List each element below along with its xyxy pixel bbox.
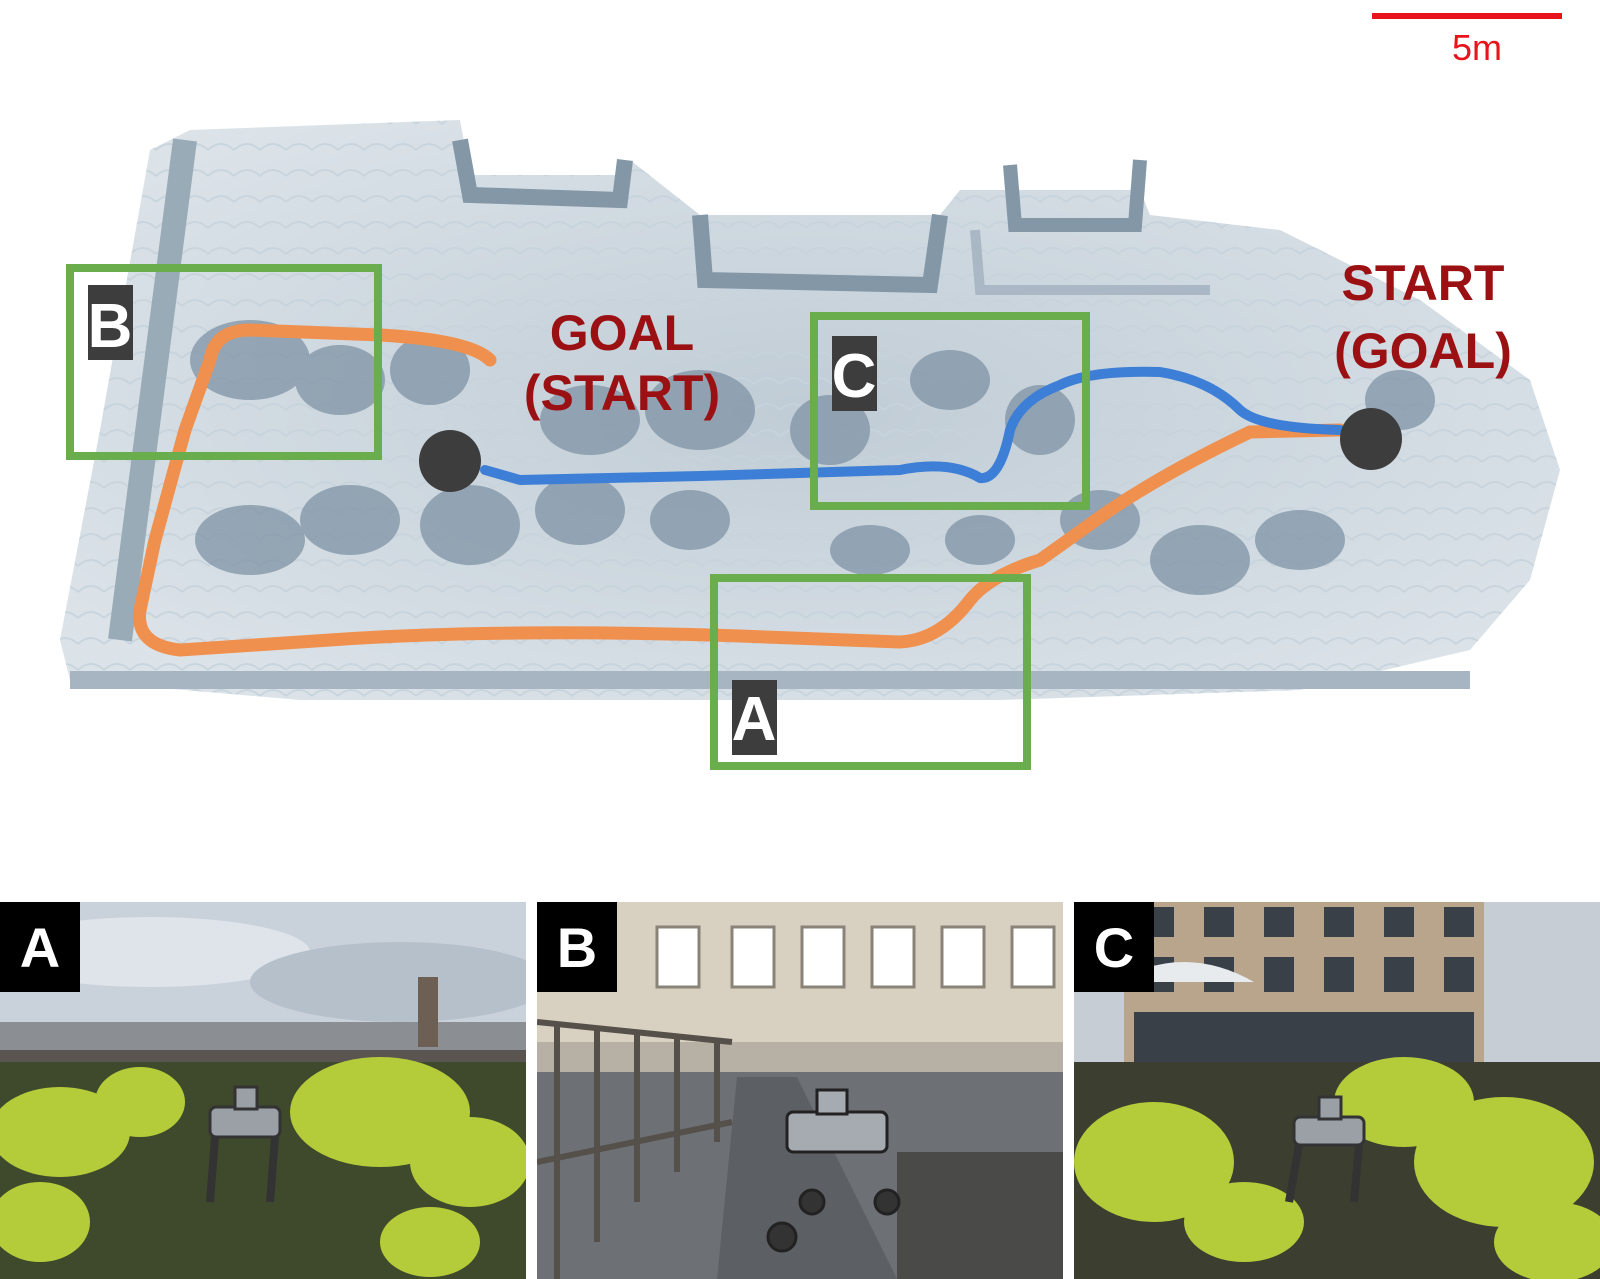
region-label-c: C: [832, 342, 877, 411]
region-box-a: A: [710, 574, 1031, 770]
photo-b-scene: [537, 902, 1063, 1279]
svg-text:GOAL: GOAL: [550, 305, 694, 361]
trajectory-orange: [133, 323, 1347, 657]
svg-text:(START): (START): [524, 365, 720, 421]
start-goal-marker: [1340, 408, 1402, 470]
photo-a: A: [0, 902, 526, 1279]
goal-start-marker: [419, 430, 481, 492]
point-cloud-map: GOAL (START) START (GOAL) B C A 5m: [60, 13, 1562, 770]
photo-label-a: A: [0, 902, 80, 992]
photo-b: B: [537, 902, 1063, 1279]
goal-start-label: GOAL (START): [524, 305, 720, 421]
region-box-b: B: [66, 264, 382, 460]
photo-label-c: C: [1074, 902, 1154, 992]
scale-bar-label: 5m: [1452, 27, 1502, 68]
photo-a-scene: [0, 902, 526, 1279]
region-label-b: B: [88, 292, 133, 361]
trajectory-blue: [480, 366, 1345, 485]
photo-label-b: B: [537, 902, 617, 992]
region-label-a: A: [732, 685, 777, 754]
svg-text:START: START: [1342, 255, 1505, 311]
region-box-c: C: [810, 312, 1090, 510]
svg-text:(GOAL): (GOAL): [1334, 323, 1512, 379]
photo-c: C: [1074, 902, 1600, 1279]
start-goal-label: START (GOAL): [1334, 255, 1512, 379]
scale-bar: 5m: [1372, 13, 1562, 68]
